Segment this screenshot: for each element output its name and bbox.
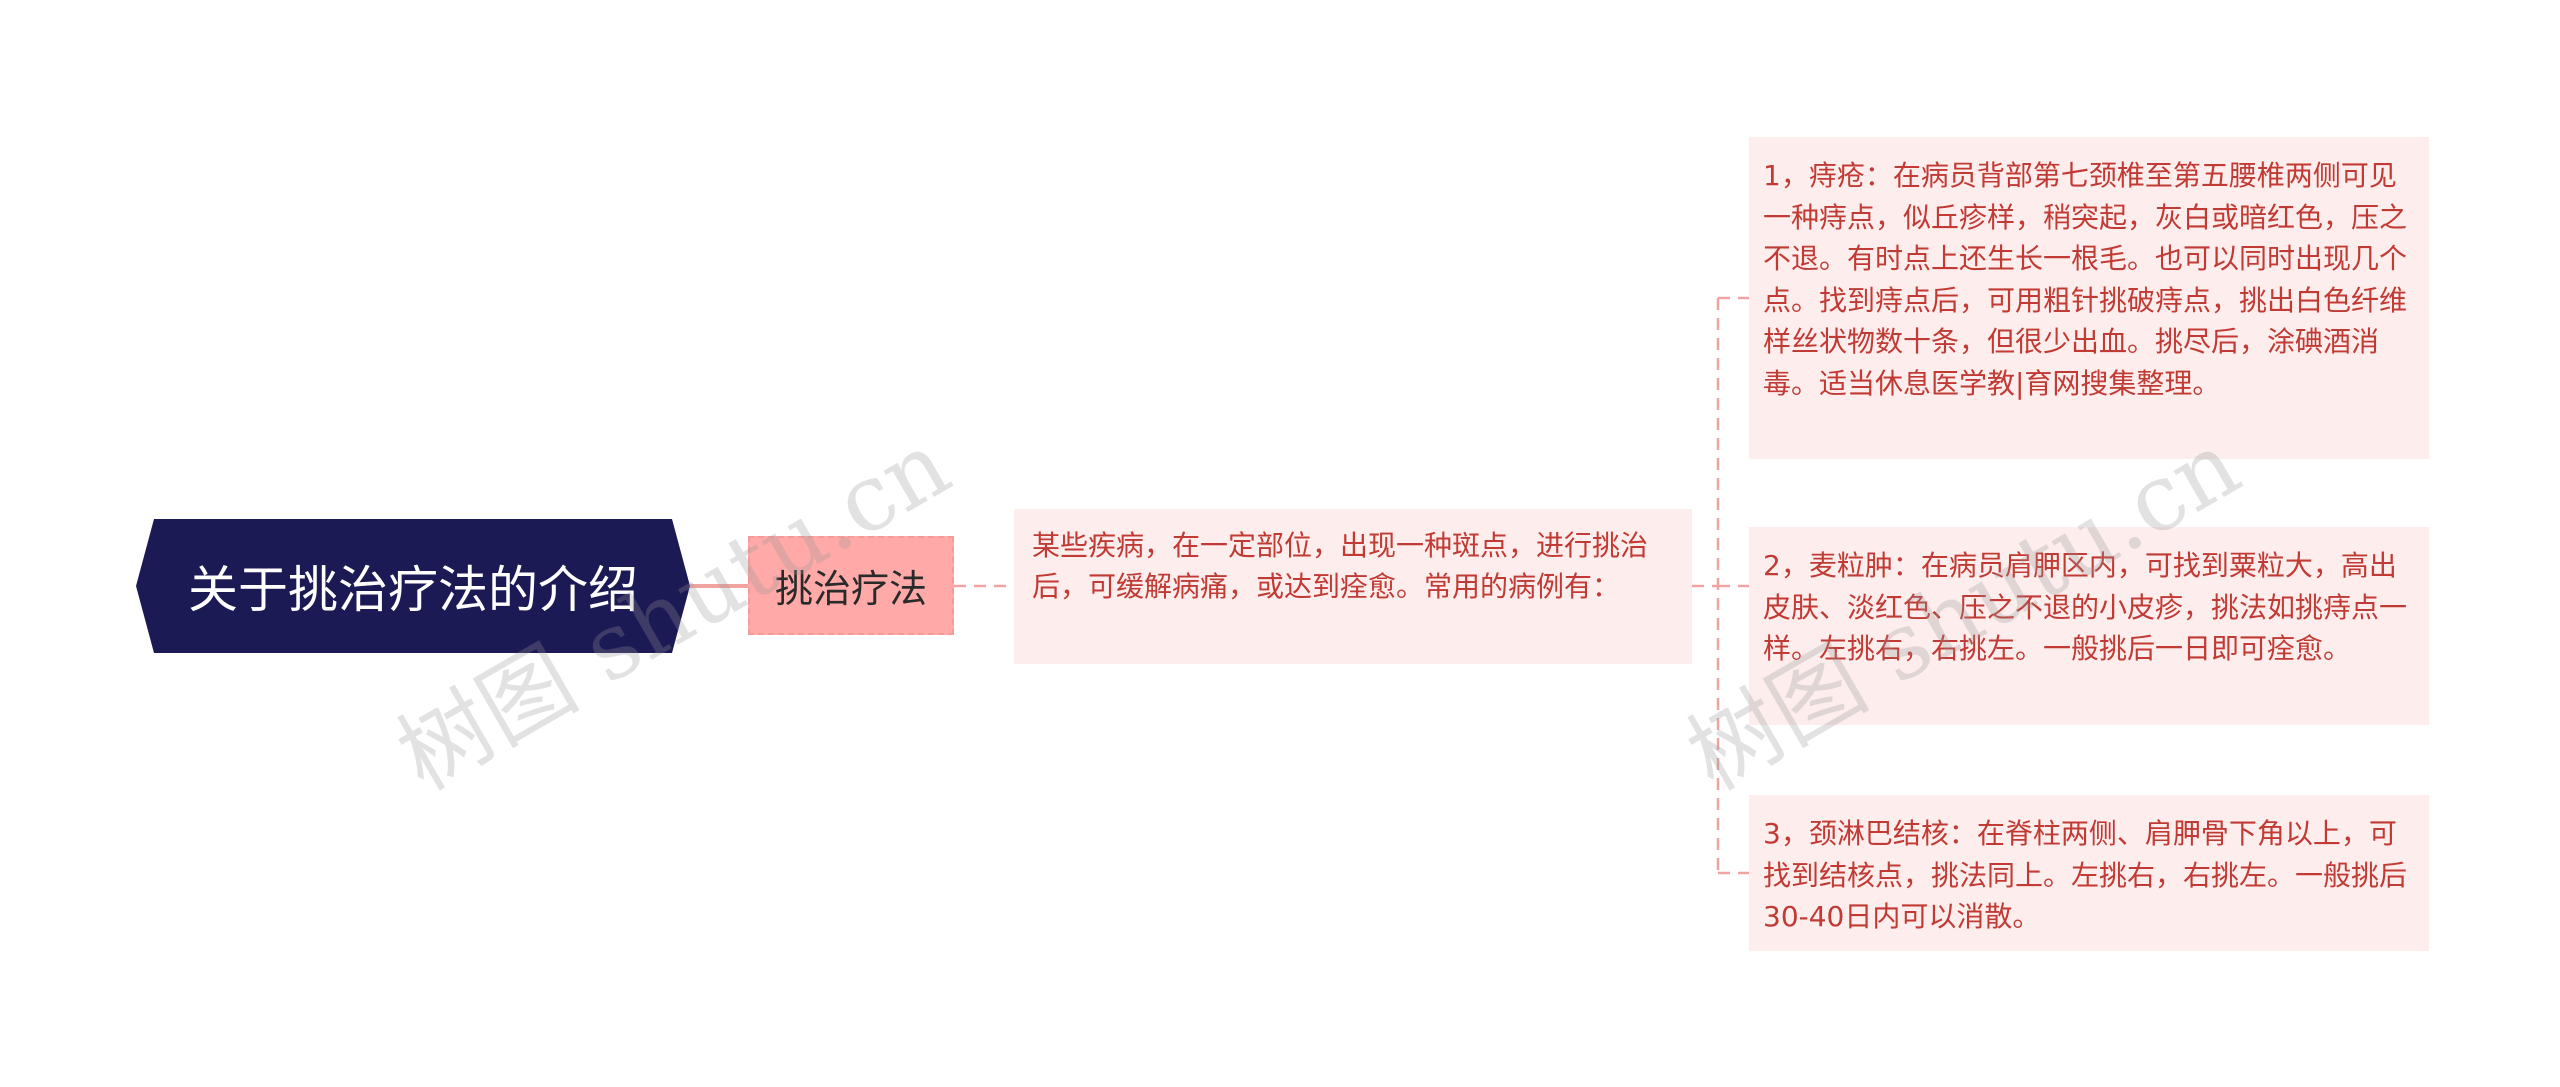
leaf-node-lymph-tuberculosis[interactable]: 3，颈淋巴结核：在脊柱两侧、肩胛骨下角以上，可找到结核点，挑法同上。左挑右，右挑… <box>1749 795 2429 951</box>
root-node[interactable]: 关于挑治疗法的介绍 <box>136 519 690 653</box>
leaf-text: 1，痔疮：在病员背部第七颈椎至第五腰椎两侧可见一种痔点，似丘疹样，稍突起，灰白或… <box>1763 159 2408 400</box>
leaf-text: 2，麦粒肿：在病员肩胛区内，可找到粟粒大，高出皮肤、淡红色、压之不退的小皮疹，挑… <box>1763 549 2408 665</box>
description-text: 某些疾病，在一定部位，出现一种斑点，进行挑治后，可缓解病痛，或达到痊愈。常用的病… <box>1032 529 1649 603</box>
branch-node-label: 挑治疗法 <box>774 567 927 611</box>
description-node[interactable]: 某些疾病，在一定部位，出现一种斑点，进行挑治后，可缓解病痛，或达到痊愈。常用的病… <box>1014 509 1692 664</box>
leaf-text: 3，颈淋巴结核：在脊柱两侧、肩胛骨下角以上，可找到结核点，挑法同上。左挑右，右挑… <box>1763 817 2408 933</box>
leaf-node-hemorrhoids[interactable]: 1，痔疮：在病员背部第七颈椎至第五腰椎两侧可见一种痔点，似丘疹样，稍突起，灰白或… <box>1749 137 2429 459</box>
root-node-label: 关于挑治疗法的介绍 <box>188 561 638 619</box>
leaf-node-stye[interactable]: 2，麦粒肿：在病员肩胛区内，可找到粟粒大，高出皮肤、淡红色、压之不退的小皮疹，挑… <box>1749 527 2429 725</box>
branch-node[interactable]: 挑治疗法 <box>748 536 954 635</box>
